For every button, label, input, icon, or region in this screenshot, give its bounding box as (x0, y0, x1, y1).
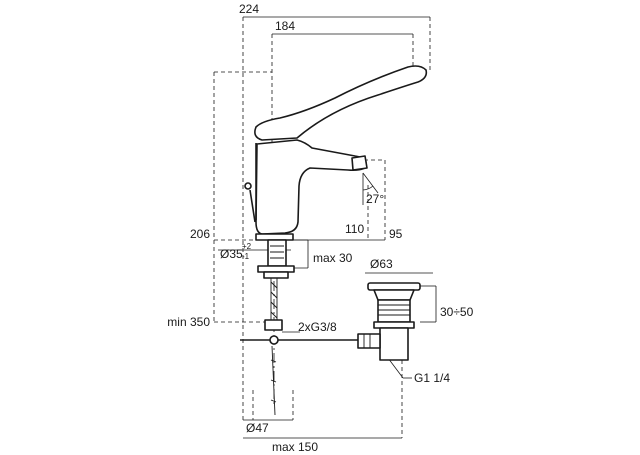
label-spout-reach: 184 (275, 19, 295, 33)
label-waste-thread: G1 1/4 (414, 371, 450, 385)
label-min-hose: min 350 (167, 315, 210, 329)
dimension-labels: 224 184 27° 110 95 206 Ø35 +2 -1 max 30 … (167, 2, 473, 454)
label-hose-connection: 2xG3/8 (298, 320, 337, 334)
label-body-height: 95 (389, 227, 403, 241)
label-max-thickness: max 30 (313, 251, 353, 265)
label-pop-up-range: 30÷50 (440, 305, 474, 319)
label-tilt-angle: 27° (366, 192, 384, 206)
label-shank-diameter: Ø47 (246, 421, 269, 435)
label-base-tol-lower: -1 (242, 252, 250, 261)
label-overall-width: 224 (239, 2, 259, 16)
shank-assembly (240, 239, 360, 416)
label-base-diameter: Ø35 (220, 247, 243, 261)
label-height-to-outlet: 110 (345, 222, 364, 236)
label-waste-diameter: Ø63 (370, 257, 393, 271)
label-total-height: 206 (190, 227, 210, 241)
dimension-lines (213, 16, 437, 439)
pop-up-waste (357, 282, 421, 361)
mixer-body (244, 65, 428, 241)
label-max-rod: max 150 (272, 440, 318, 454)
label-base-tol-upper: +2 (242, 242, 252, 251)
